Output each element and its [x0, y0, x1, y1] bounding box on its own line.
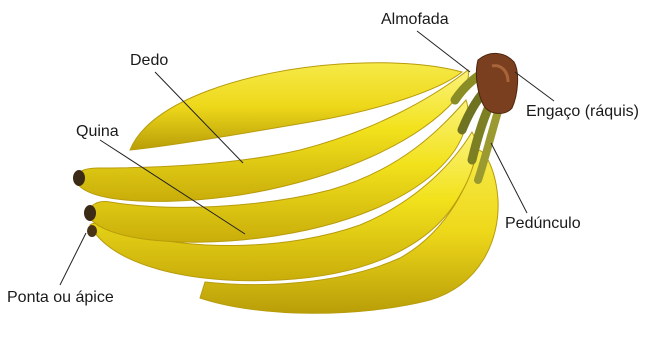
label-dedo: Dedo — [130, 53, 168, 69]
label-pedunculo: Pedúnculo — [505, 216, 581, 232]
label-engaco: Engaço (ráquis) — [526, 104, 639, 120]
banana-tip — [73, 170, 85, 186]
leader-line-engaco — [515, 72, 554, 101]
banana-tip — [84, 205, 96, 221]
banana-tip — [87, 225, 97, 237]
rachis — [476, 53, 517, 113]
label-quina: Quina — [76, 124, 119, 140]
label-ponta: Ponta ou ápice — [7, 290, 114, 306]
leader-line-ponta — [60, 233, 86, 285]
label-almofada: Almofada — [381, 12, 449, 28]
